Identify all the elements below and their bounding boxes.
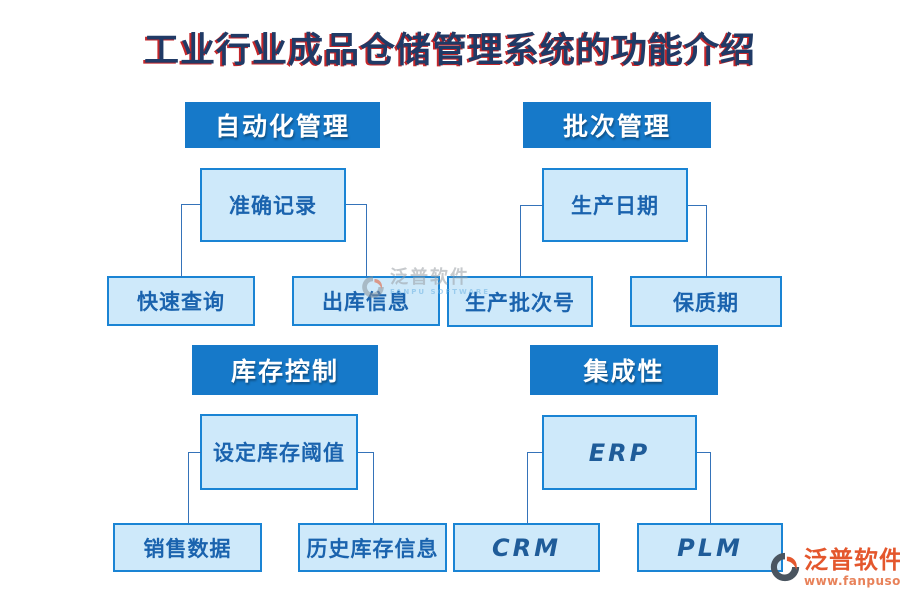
connector-line [527,452,543,524]
node-set-inventory-threshold: 设定库存阈值 [200,414,358,490]
node-shelf-life: 保质期 [630,276,782,327]
fanpu-logo-icon [770,552,800,582]
connector-line [358,452,374,524]
connector-line [346,204,367,277]
brand-name-text: 泛普软件 [804,545,900,574]
node-production-date: 生产日期 [542,168,688,242]
node-crm: CRM [453,523,600,572]
connector-line [188,452,201,524]
node-outbound-info: 出库信息 [292,276,440,326]
connector-line [688,205,707,277]
connector-line [697,452,711,524]
section-header-inventory-control: 库存控制 [192,345,378,395]
node-production-batch-number: 生产批次号 [447,276,593,327]
node-quick-query: 快速查询 [107,276,255,326]
section-header-automation-management: 自动化管理 [185,102,380,148]
connector-line [181,204,201,277]
section-header-batch-management: 批次管理 [523,102,711,148]
page-title: 工业行业成品仓储管理系统的功能介绍 [143,30,756,71]
brand-website-text: www.fanpusoft.com [804,574,900,588]
node-plm: PLM [637,523,783,572]
node-accurate-record: 准确记录 [200,168,346,242]
node-historical-inventory-info: 历史库存信息 [298,523,447,572]
node-sales-data: 销售数据 [113,523,262,572]
connector-line [520,205,543,277]
section-header-integration: 集成性 [530,345,718,395]
fanpu-brand-logo: 泛普软件 www.fanpusoft.com [768,546,900,588]
node-erp: ERP [542,415,697,490]
